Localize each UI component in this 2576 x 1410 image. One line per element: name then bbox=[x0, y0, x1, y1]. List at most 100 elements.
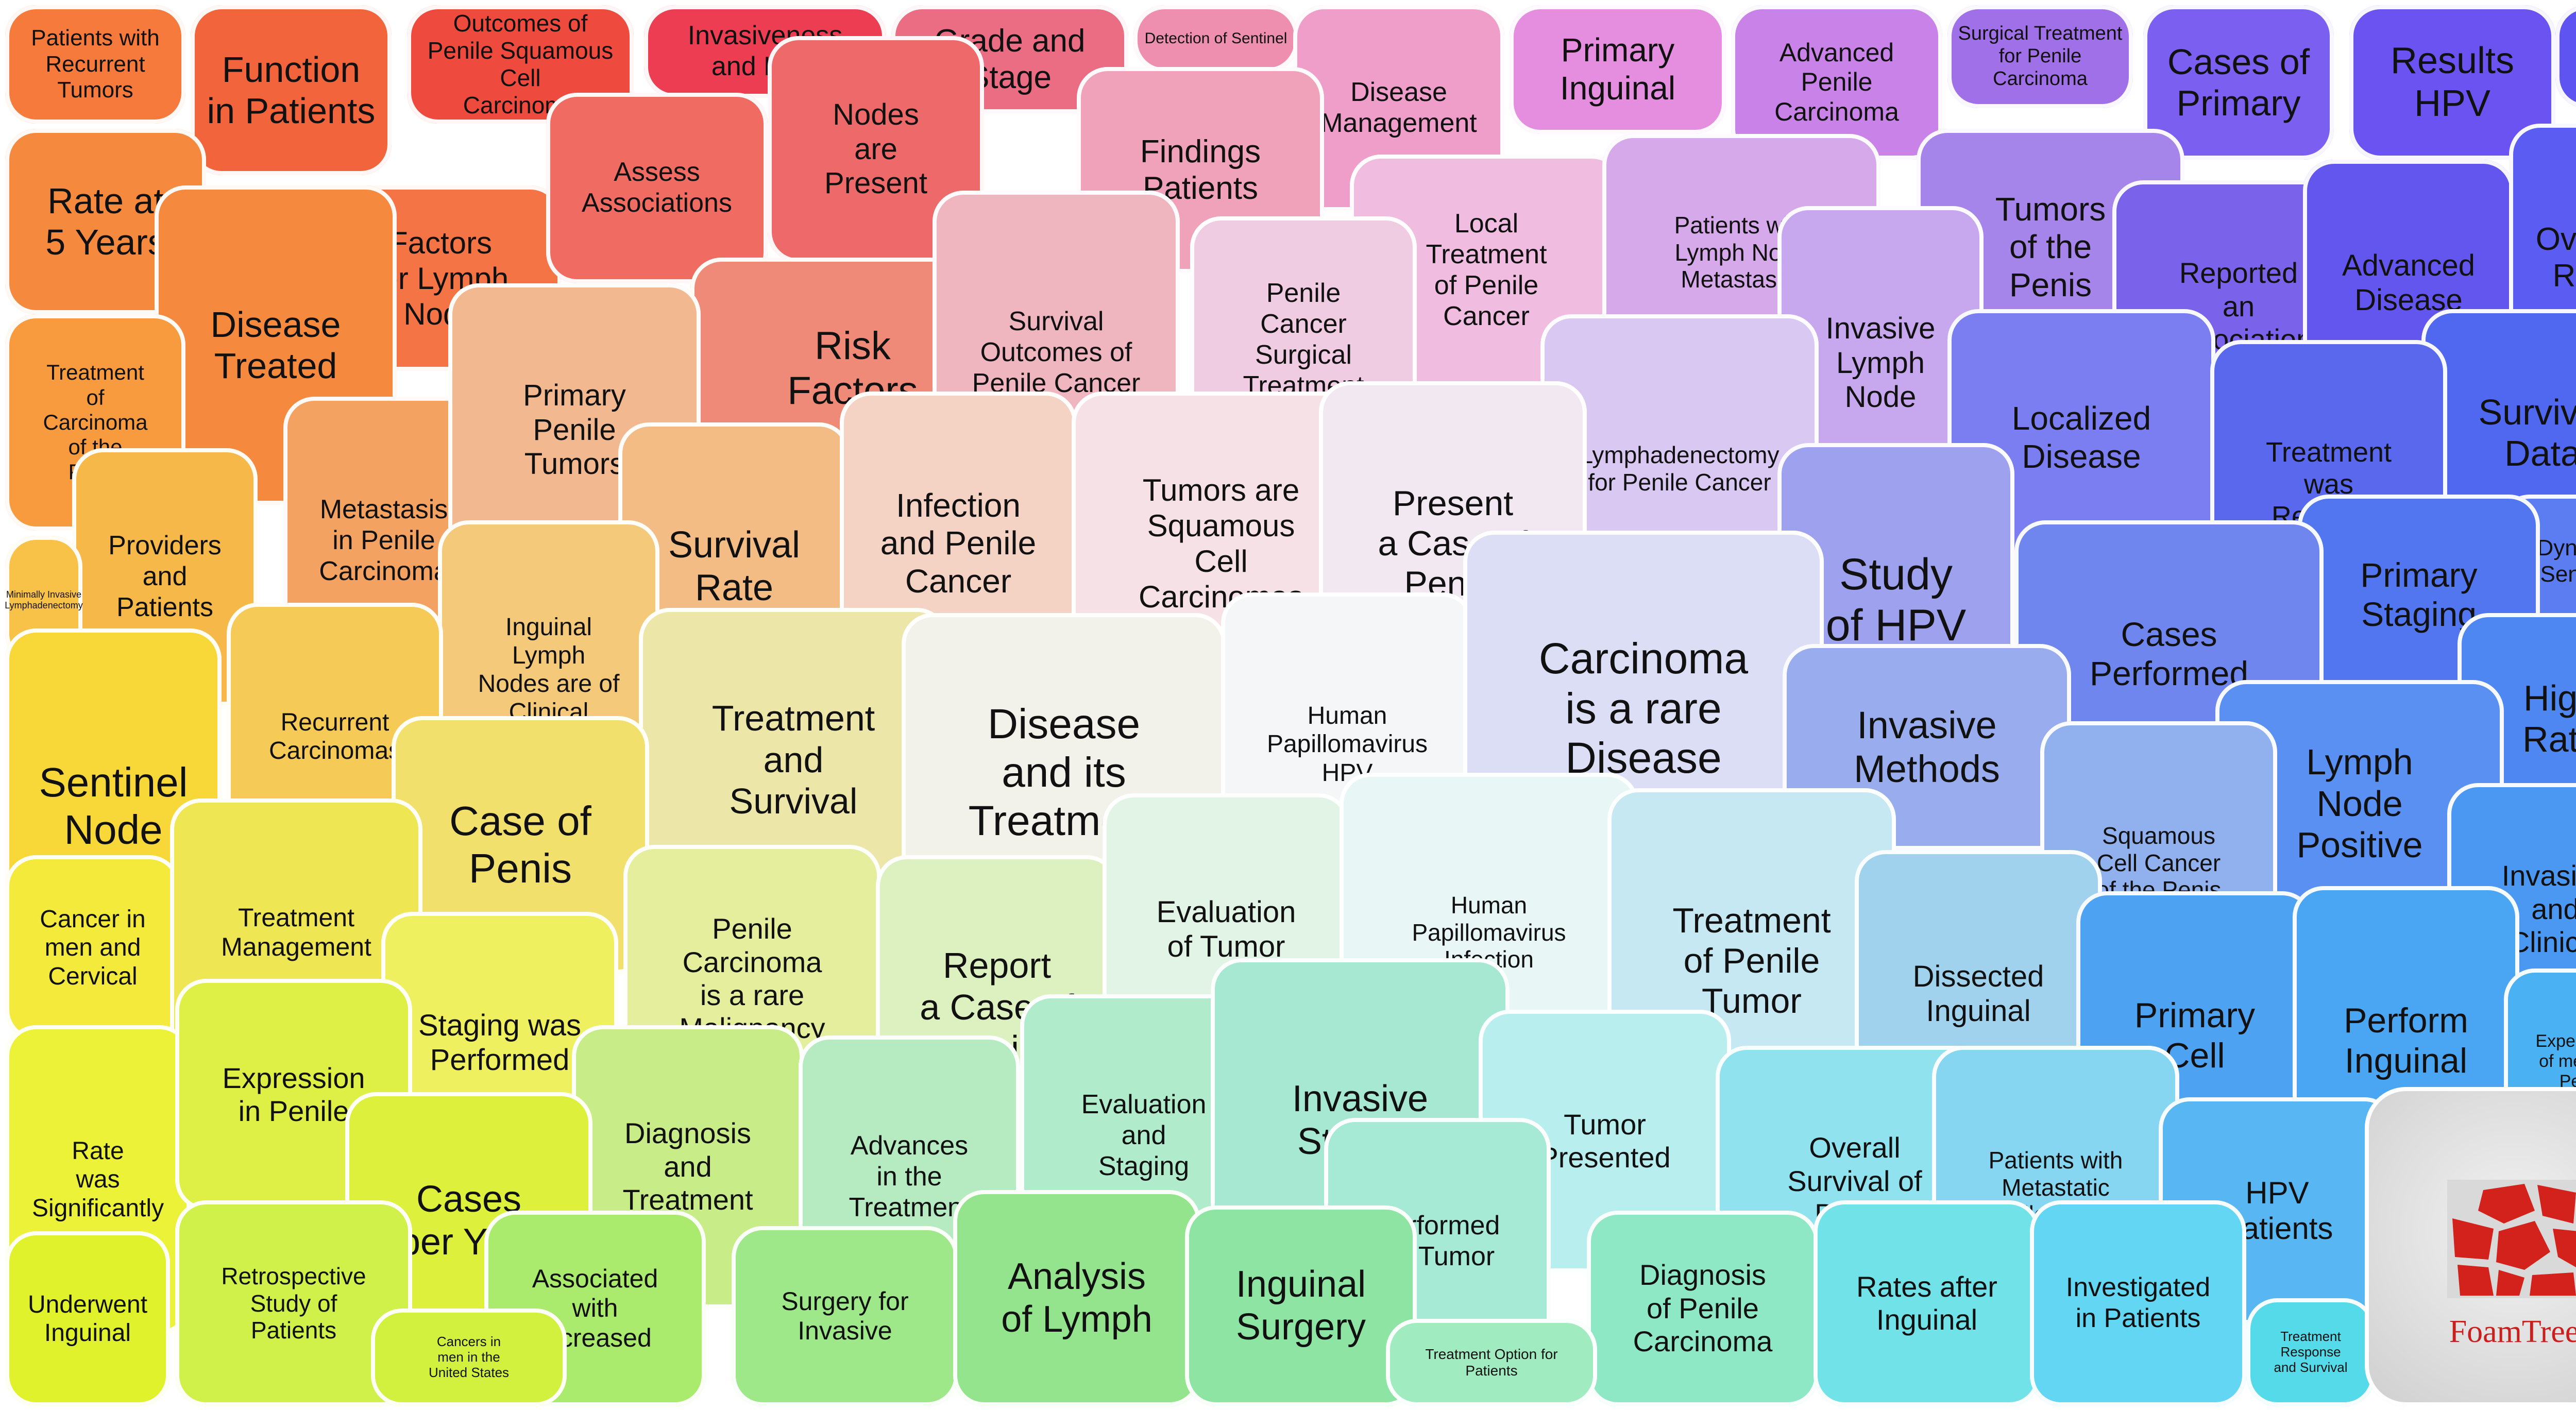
topic-label: Grade and Stage bbox=[934, 23, 1086, 95]
topic-label: Staging was Performed bbox=[418, 1009, 581, 1077]
topic-cell[interactable]: Treatment Response and Survival bbox=[2246, 1298, 2375, 1406]
topic-label: Carcinoma is a rare Disease bbox=[1538, 634, 1749, 783]
topic-label: Advanced Disease bbox=[2342, 249, 2475, 317]
topic-cell[interactable]: Treatment Option for Patients bbox=[1386, 1319, 1597, 1406]
topic-cell[interactable]: Underwent Inguinal bbox=[5, 1231, 170, 1406]
topic-cell[interactable]: Diagnosis of Penile Carcinoma bbox=[1587, 1211, 1819, 1406]
topic-label: Invasion and Clinical bbox=[2501, 859, 2576, 959]
topic-cell[interactable]: Other Topics bbox=[2555, 5, 2576, 108]
topic-label: Sentinel Node bbox=[39, 759, 188, 853]
topic-cell-background bbox=[1814, 1200, 2040, 1406]
topic-label: Rate at 5 Years bbox=[45, 180, 166, 263]
topic-label: Rates after Inguinal bbox=[1856, 1270, 1997, 1336]
topic-label: Infection and Penile Cancer bbox=[880, 486, 1037, 600]
topic-label: Advanced Penile Carcinoma bbox=[1774, 38, 1899, 126]
topic-cell-background bbox=[5, 1231, 170, 1406]
topic-label: Perform Inguinal bbox=[2344, 1000, 2468, 1080]
topic-cell[interactable]: Rates after Inguinal bbox=[1814, 1200, 2040, 1406]
topic-label: Outcomes of Penile Squamous Cell Carcino… bbox=[427, 10, 614, 118]
topic-label: Evaluation of Tumor bbox=[1156, 895, 1296, 963]
topic-label: Treatment Option for Patients bbox=[1425, 1346, 1558, 1379]
topic-label: Retrospective Study of Patients bbox=[221, 1262, 366, 1344]
topic-cell[interactable]: Surgical Treatment for Penile Carcinoma bbox=[1947, 5, 2133, 108]
topic-label: Expression in Penile bbox=[222, 1061, 365, 1127]
topic-label: Squamous Cell Cancer of the Penis bbox=[2096, 822, 2222, 904]
topic-cell-background bbox=[2555, 5, 2576, 108]
topic-label: Treatment Response and Survival bbox=[2274, 1329, 2348, 1375]
topic-label: Tumor Presented bbox=[1539, 1108, 1671, 1174]
topic-label: High Rate bbox=[2522, 677, 2576, 760]
topic-cell[interactable]: Patients with Recurrent Tumors bbox=[5, 5, 185, 124]
topic-label: Providers and Patients bbox=[108, 531, 222, 622]
topic-label: Cancer in men and Cervical bbox=[40, 906, 146, 990]
foamtree-logo-tile: FoamTree bbox=[2365, 1087, 2576, 1406]
topic-label: Surgical Treatment for Penile Carcinoma bbox=[1958, 23, 2123, 90]
topic-label: Inguinal Surgery bbox=[1235, 1264, 1366, 1348]
topic-cell-background bbox=[1185, 1205, 1417, 1406]
topic-cell-background bbox=[546, 93, 768, 283]
topic-cell[interactable]: Cancers in men in the United States bbox=[371, 1309, 567, 1406]
topic-label: Rate was Significantly bbox=[31, 1137, 164, 1222]
topic-label: Tumors are Squamous Cell Carcinomas bbox=[1138, 473, 1304, 614]
foamtree-logo-text: FoamTree bbox=[2449, 1314, 2576, 1349]
topic-cell[interactable]: Detection of Sentinel bbox=[1133, 5, 1298, 72]
topic-label: Lymphadenectomy for Penile Cancer bbox=[1580, 441, 1780, 496]
topic-label: Detection of Sentinel bbox=[1144, 29, 1287, 47]
topic-label: Patients with Recurrent Tumors bbox=[31, 25, 160, 103]
topic-label: Dissected Inguinal bbox=[1912, 960, 2044, 1028]
topic-cell[interactable]: Cases of Primary bbox=[2143, 5, 2334, 160]
topic-label: Underwent Inguinal bbox=[27, 1290, 148, 1347]
topic-cell-background bbox=[732, 1226, 958, 1406]
topic-label: Advances in the Treatment bbox=[849, 1131, 970, 1222]
topic-label: Primary Cell bbox=[2134, 995, 2256, 1075]
topic-cell-background bbox=[1133, 5, 1298, 72]
topic-cell[interactable]: Retrospective Study of Patients bbox=[175, 1200, 412, 1406]
topic-cell[interactable]: Cancer in men and Cervical bbox=[5, 855, 180, 1041]
topic-label: Findings Patients bbox=[1140, 133, 1261, 206]
topic-cell-background bbox=[2030, 1200, 2246, 1406]
topic-cell[interactable]: Assess Associations bbox=[546, 93, 768, 283]
topic-label: Primary Penile Tumors bbox=[523, 378, 626, 481]
topic-label: Human Papillomavirus HPV bbox=[1266, 702, 1428, 787]
topic-cell[interactable]: Analysis of Lymph bbox=[953, 1190, 1200, 1406]
topic-cell[interactable]: Investigated in Patients bbox=[2030, 1200, 2246, 1406]
topic-cell-background bbox=[1587, 1211, 1819, 1406]
topic-cell-background bbox=[5, 5, 185, 124]
topic-label: Assess Associations bbox=[582, 157, 732, 218]
topic-label: Treatment and Survival bbox=[711, 698, 875, 822]
topic-label: Minimally Invasive Lymphadenectomy bbox=[5, 589, 83, 610]
topic-cell-background bbox=[1510, 5, 1726, 134]
topic-cell[interactable]: Primary Inguinal bbox=[1510, 5, 1726, 134]
topic-cell-background bbox=[191, 5, 392, 175]
topic-cell[interactable]: Surgery for Invasive bbox=[732, 1226, 958, 1406]
topic-cell-background bbox=[1386, 1319, 1597, 1406]
topic-cell-background bbox=[2143, 5, 2334, 160]
topic-label: Invasive Methods bbox=[1854, 703, 2000, 790]
topic-cell[interactable]: Inguinal Surgery bbox=[1185, 1205, 1417, 1406]
topic-label: Survival Data bbox=[2478, 392, 2576, 474]
topic-cell-background bbox=[5, 855, 180, 1041]
topic-label: Surgery for Invasive bbox=[781, 1286, 909, 1346]
topic-label: Disease Treated bbox=[210, 304, 341, 386]
topic-cell-background bbox=[1947, 5, 2133, 108]
topic-label: Metastasis in Penile Carcinoma bbox=[319, 495, 449, 586]
topic-label: Function in Patients bbox=[207, 49, 376, 131]
topic-label: Diagnosis of Penile Carcinoma bbox=[1633, 1259, 1773, 1358]
topic-cell-background bbox=[371, 1309, 567, 1406]
topic-label: Primary Staging bbox=[2360, 556, 2478, 633]
topic-label: Cases of Primary bbox=[2167, 41, 2310, 124]
topic-label: Evaluation and Staging bbox=[1081, 1090, 1207, 1181]
topic-label: Localized Disease bbox=[2011, 400, 2151, 475]
topic-label: Analysis of Lymph bbox=[1001, 1256, 1153, 1340]
topic-label: Invasive Lymph Node bbox=[1825, 311, 1936, 414]
topic-label: Recurrent Carcinomas bbox=[268, 708, 401, 765]
topic-label: Primary Inguinal bbox=[1560, 31, 1676, 107]
foamtree-logo-icon bbox=[2447, 1180, 2576, 1298]
topic-cell[interactable]: Function in Patients bbox=[191, 5, 392, 175]
topic-label: Treatment Management bbox=[221, 903, 371, 962]
topic-label: Other Topics bbox=[2555, 5, 2576, 108]
topic-label: Dynamic Sentinel bbox=[2537, 535, 2576, 587]
topic-label: Survival Rate bbox=[668, 524, 801, 608]
topic-label: Cases Performed bbox=[2089, 615, 2249, 692]
